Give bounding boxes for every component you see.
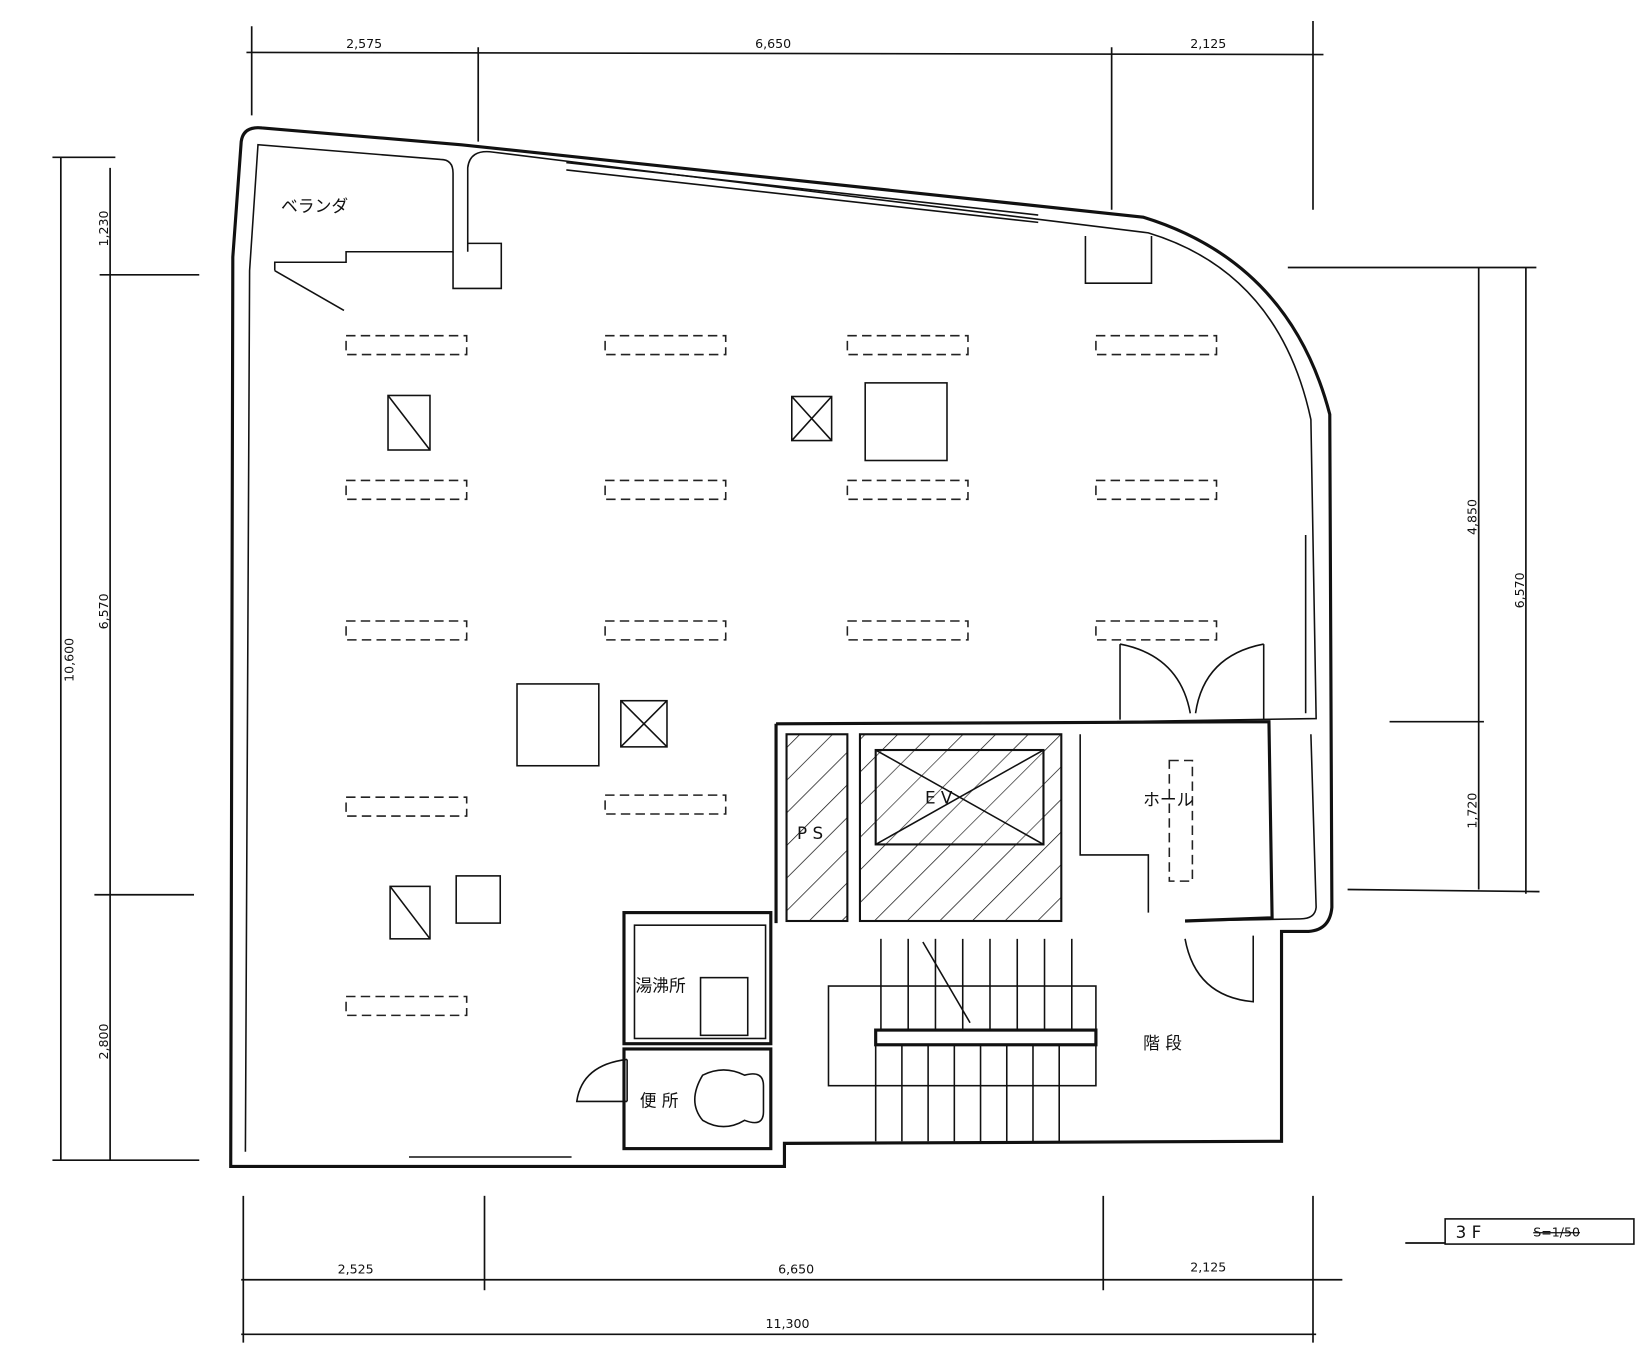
hall-label: ホール [1143,790,1193,810]
light-fixture [846,479,969,501]
core: P S E V ホール [774,643,1274,924]
dim-bottom-3: 2,125 [1190,1259,1226,1274]
title-block: 3 F S=1/50 [1405,1218,1635,1245]
light-fixture [604,479,727,501]
floor-label: 3 F [1456,1222,1482,1242]
light-fixture [846,334,969,356]
dim-left-1: 1,230 [96,210,111,246]
dim-right-1: 4,850 [1465,499,1480,535]
light-fixture [604,794,727,815]
dim-left-total: 10,600 [61,638,76,682]
dim-right-total: 6,570 [1512,572,1527,608]
light-fixture [846,620,969,641]
light-fixtures [345,334,1218,1017]
light-fixture [345,796,468,817]
veranda-label: ベランダ [281,196,348,216]
dim-bottom-2: 6,650 [778,1261,814,1276]
light-fixture [345,620,468,641]
pipe-shaft [785,733,849,923]
ac-unit [455,875,502,924]
exterior-walls [229,126,1334,1169]
light-fixture [345,334,468,356]
light-fixture [345,995,468,1017]
toilet: 便 所 [575,1047,773,1151]
light-fixture [1095,479,1218,501]
stairs: 階 段 [827,935,1255,1142]
right-dimension-lines: 4,850 1,720 6,570 [1287,266,1540,894]
elevator-label: E V [925,788,953,808]
dim-top-2: 6,650 [755,36,791,51]
vent-x-box [387,394,431,451]
left-dimension-lines: 10,600 1,230 6,570 2,800 [52,156,200,1161]
dim-bottom-total: 11,300 [766,1316,810,1331]
light-fixture [345,479,468,501]
dim-top-1: 2,575 [346,36,382,51]
pipe-shaft-label: P S [797,823,823,843]
dim-left-2: 6,570 [96,593,111,629]
toilet-door [575,1058,628,1103]
stairs-label: 階 段 [1143,1033,1182,1053]
light-fixture [1095,334,1218,356]
sink [699,976,749,1037]
ac-unit [864,382,948,462]
toilet-label: 便 所 [640,1091,679,1111]
vent-x-box [790,395,833,442]
light-fixture [604,620,727,641]
entrance-double-door [1119,643,1265,720]
top-dimension-line: 2,575 6,650 2,125 [246,20,1324,210]
ceiling-vents [387,382,948,940]
vent-x-box [389,885,431,940]
scale-label: S=1/50 [1533,1225,1580,1240]
light-fixture [604,334,727,356]
ac-unit [516,683,600,767]
elevator-shaft [858,733,1063,923]
veranda-door [274,269,345,312]
vent-x-box [620,699,668,748]
kitchenette-label: 湯沸所 [636,975,687,995]
dim-right-2: 1,720 [1465,793,1480,829]
bottom-dimension-lines: 2,525 6,650 2,125 11,300 [241,1195,1343,1343]
dim-bottom-1: 2,525 [338,1261,374,1276]
light-fixture [1095,620,1218,641]
dim-left-3: 2,800 [96,1023,111,1059]
hall-counter [1168,759,1194,882]
toilet-fixture [693,1069,765,1128]
veranda: ベランダ [274,196,348,312]
window-top [566,161,1039,216]
kitchenette: 湯沸所 [622,911,773,1046]
stairs-door [1184,935,1255,1003]
dim-top-3: 2,125 [1190,36,1226,51]
